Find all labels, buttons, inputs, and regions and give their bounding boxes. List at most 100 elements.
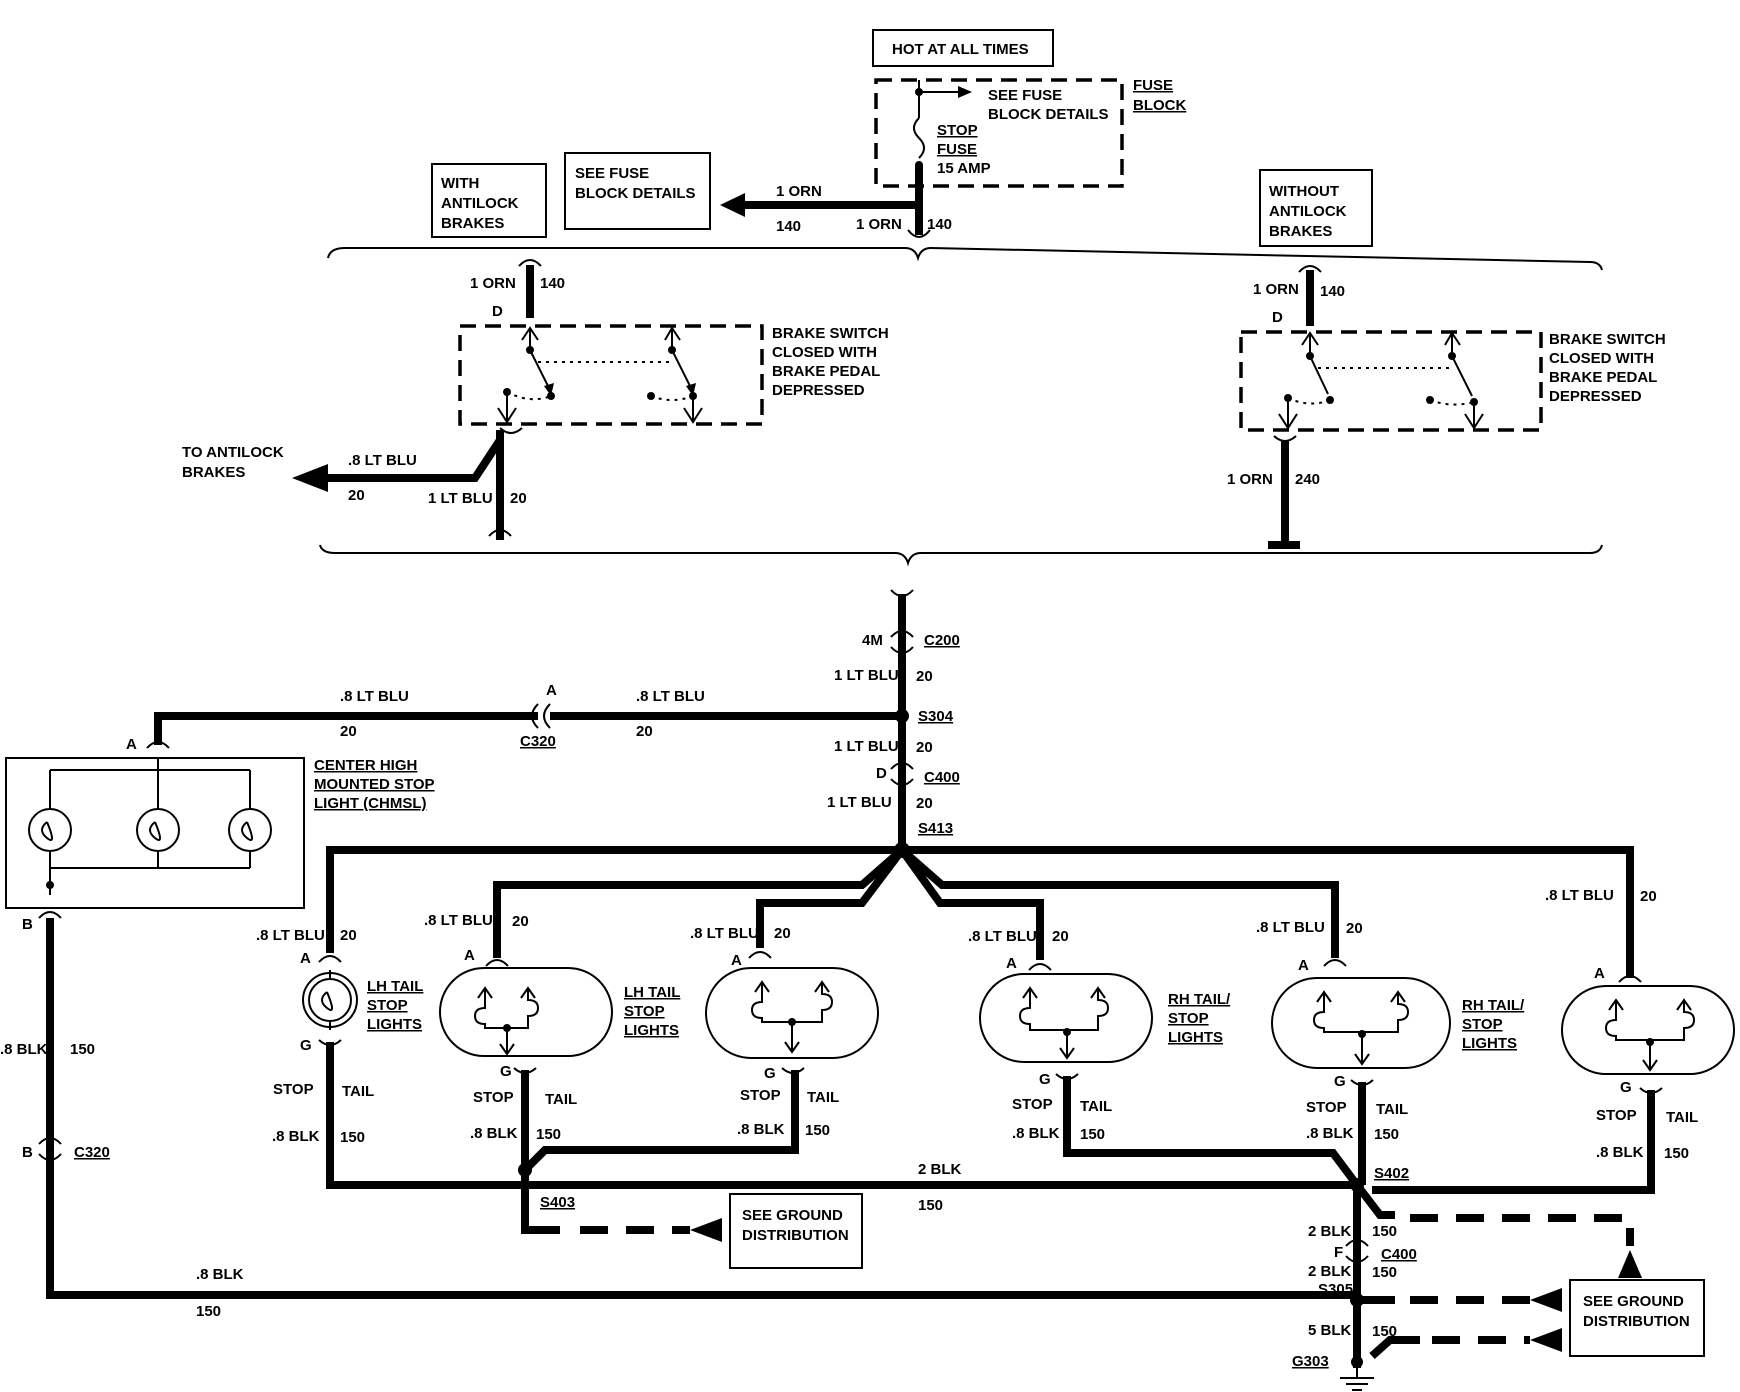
brake-switch-with-abs [458, 324, 764, 426]
label-wires-c150-a: 150 [1372, 1223, 1397, 1240]
label-labels-hot-at-all-times: HOT AT ALL TIMES [892, 41, 1029, 58]
label-wires-n150-1: 150 [340, 1129, 365, 1146]
label-wires-stop-4: STOP [1012, 1096, 1053, 1113]
lh-tail-stop-lamp-1 [439, 959, 613, 1074]
label-labels-stop-fuse-2: FUSE [937, 141, 977, 158]
label-connectors-c320a: C320 [520, 733, 556, 750]
label-wires-blk-4: .8 BLK [1012, 1125, 1060, 1142]
label-connectors-s413: S413 [918, 820, 953, 837]
feed-lamp-5 [899, 846, 1339, 958]
label-connectors-c400b-pin: F [1334, 1244, 1343, 1261]
see-fuse-block-box: SEE FUSE BLOCK DETAILS [564, 152, 711, 230]
label-wires-orn-woa: 1 ORN [1253, 281, 1299, 298]
label-labels-see-fuse-b2: BLOCK DETAILS [575, 185, 696, 202]
ground-lamp-4 [1063, 1076, 1361, 1188]
label-connectors-pin-b-chmsl: B [22, 916, 33, 933]
label-labels-stop-fuse-3: 15 AMP [937, 160, 991, 177]
label-labels-fuse-block-2: BLOCK [1133, 97, 1186, 114]
label-labels-brake-sw-4: DEPRESSED [772, 382, 865, 399]
label-labels-see-ground-b2: DISTRIBUTION [1583, 1313, 1690, 1330]
label-labels-rh-tail2-3: LIGHTS [1462, 1035, 1517, 1052]
label-wires-c20-l1: 20 [340, 927, 357, 944]
label-connectors-pin-g2: G [500, 1063, 512, 1080]
label-wires-c20-r1: 20 [1052, 928, 1069, 945]
ground-lamp-6 [1372, 1090, 1655, 1194]
label-labels-see-fuse-a1: SEE FUSE [988, 87, 1062, 104]
label-wires-ltblu-08-r3: .8 LT BLU [1545, 887, 1614, 904]
label-wires-c140b: 140 [927, 216, 952, 233]
label-wires-ltblu-1-a: 1 LT BLU [834, 667, 899, 684]
rh-tail-stop-lamp-3 [1561, 975, 1735, 1094]
label-wires-orn-240: 1 ORN [1227, 471, 1273, 488]
label-wires-c20-l2: 20 [512, 913, 529, 930]
label-wires-ltblu-08-l3: .8 LT BLU [690, 925, 759, 942]
label-labels-chmsl-2: MOUNTED STOP [314, 776, 435, 793]
label-wires-c20-b: 20 [916, 739, 933, 756]
label-connectors-c400a: C400 [924, 769, 960, 786]
label-wires-tail-2: TAIL [545, 1091, 577, 1108]
label-labels-rh-tail-3: LIGHTS [1168, 1029, 1223, 1046]
label-wires-blk-5: 5 BLK [1308, 1322, 1352, 1339]
label-connectors-pin-a4: A [1006, 955, 1017, 972]
label-wires-c20-abs2: 20 [510, 490, 527, 507]
label-labels-lh-tail-3: LIGHTS [367, 1016, 422, 1033]
label-connectors-pin-a5: A [1298, 957, 1309, 974]
label-labels-chmsl-1: CENTER HIGH [314, 757, 417, 774]
brake-switch-without-abs [1239, 330, 1543, 432]
label-wires-blk-2-mid: 2 BLK [918, 1161, 962, 1178]
label-connectors-c320a-pin: A [546, 682, 557, 699]
label-labels-rh-tail-2: STOP [1168, 1010, 1209, 1027]
label-wires-c240: 240 [1295, 471, 1320, 488]
label-wires-c150-mid: 150 [918, 1197, 943, 1214]
label-wires-blk-1: .8 BLK [272, 1128, 320, 1145]
label-connectors-c400b: C400 [1381, 1246, 1417, 1263]
feed-lamp-2 [493, 846, 905, 958]
wire-to-chmsl [154, 712, 538, 745]
feed-lamp-4 [898, 847, 1044, 960]
label-wires-orn-1: 1 ORN [776, 183, 822, 200]
label-wires-stop-6: STOP [1596, 1107, 1637, 1124]
label-connectors-pin-g1: G [300, 1037, 312, 1054]
label-wires-c150-5: 150 [1372, 1323, 1397, 1340]
label-connectors-pin-g6: G [1620, 1079, 1632, 1096]
label-labels-with-abs-3: BRAKES [441, 215, 504, 232]
label-wires-ltblu-08-top2: .8 LT BLU [340, 688, 409, 705]
label-labels-rh-tail2-2: STOP [1462, 1016, 1503, 1033]
label-connectors-c320b-pin: B [22, 1144, 33, 1161]
label-wires-c140-wa: 140 [540, 275, 565, 292]
ground-symbol-g303 [1340, 1368, 1374, 1391]
label-wires-blk-3: .8 BLK [737, 1121, 785, 1138]
label-connectors-pin-a6: A [1594, 965, 1605, 982]
label-labels-lh-tail2-2: STOP [624, 1003, 665, 1020]
label-labels-chmsl-3: LIGHT (CHMSL) [314, 795, 426, 812]
label-wires-c20-r3: 20 [1640, 888, 1657, 905]
label-wires-c150-b: 150 [1372, 1264, 1397, 1281]
label-wires-blk-2: .8 BLK [470, 1125, 518, 1142]
label-connectors-c400a-pin: D [876, 765, 887, 782]
label-labels-see-fuse-b1: SEE FUSE [575, 165, 649, 182]
label-wires-tail-4: TAIL [1080, 1098, 1112, 1115]
label-labels-without-abs-1: WITHOUT [1269, 183, 1339, 200]
label-wires-tail-6: TAIL [1666, 1109, 1698, 1126]
label-wires-c20-abs: 20 [348, 487, 365, 504]
label-wires-tail-1: TAIL [342, 1083, 374, 1100]
label-wires-ltblu-08-r2: .8 LT BLU [1256, 919, 1325, 936]
chmsl-lamp-assembly [5, 757, 305, 909]
label-labels-see-ground-b1: SEE GROUND [1583, 1293, 1684, 1310]
label-wires-n150-5: 150 [1374, 1126, 1399, 1143]
label-labels-lh-tail-2: STOP [367, 997, 408, 1014]
lh-single-stop-lamp [302, 955, 358, 1046]
label-connectors-pin-g3: G [764, 1065, 776, 1082]
label-connectors-g303: G303 [1292, 1353, 1329, 1370]
label-connectors-pin-a3: A [731, 952, 742, 969]
label-labels-with-abs-2: ANTILOCK [441, 195, 519, 212]
label-labels-without-abs-3: BRAKES [1269, 223, 1332, 240]
without-antilock-box: WITHOUT ANTILOCK BRAKES [1259, 169, 1373, 247]
label-connectors-s402: S402 [1374, 1165, 1409, 1182]
hot-at-all-times-box: HOT AT ALL TIMES [872, 29, 1054, 67]
feed-lamp-6 [902, 846, 1634, 978]
label-wires-c140: 140 [776, 218, 801, 235]
label-wires-blk-08-left: .8 BLK [0, 1041, 48, 1058]
label-labels-brake-sw-2: CLOSED WITH [772, 344, 877, 361]
